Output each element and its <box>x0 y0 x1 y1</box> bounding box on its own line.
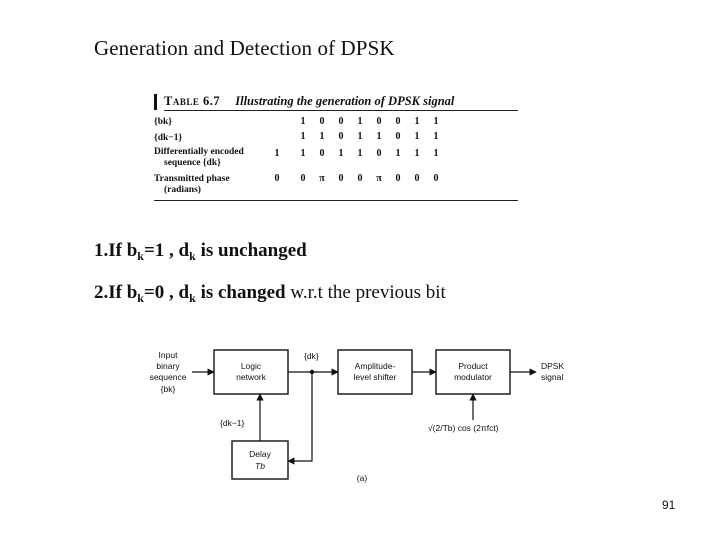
table-cell: 0 <box>395 116 401 127</box>
logic-network-label: network <box>236 372 267 382</box>
rule-2-text: is changed <box>195 282 286 303</box>
logic-network-label: Logic <box>241 361 262 371</box>
table-marker-bar <box>154 94 157 110</box>
table-cell: 1 <box>300 131 306 142</box>
product-modulator-label: modulator <box>454 372 492 382</box>
product-modulator-label: Product <box>458 361 488 371</box>
rule-2-sub: k <box>189 291 196 305</box>
carrier-label: √(2/Tb) cos (2πfct) <box>428 423 499 433</box>
delay-label: Tb <box>255 461 265 471</box>
feedback-line <box>287 372 313 465</box>
table-cell: π <box>376 173 382 184</box>
table-cell: 0 <box>395 173 401 184</box>
table-cell: 1 <box>274 148 280 159</box>
table-cell: 1 <box>433 116 439 127</box>
table-row-label: sequence {dk} <box>164 158 221 168</box>
input-label: Input <box>159 350 179 360</box>
table-cell: 0 <box>338 116 344 127</box>
table-cell: 0 <box>338 131 344 142</box>
logic-network-block <box>213 349 289 395</box>
diagram-caption: (a) <box>357 473 368 483</box>
table-cell: 1 <box>357 148 363 159</box>
rule-2-sub: k <box>137 291 144 305</box>
table-row-label: Transmitted phase <box>154 174 230 184</box>
table-row-label: {bk} <box>154 117 173 127</box>
rule-2-text: w.r.t the previous bit <box>285 282 446 303</box>
rule-2-text: 2.If b <box>94 282 138 303</box>
table-cell: 1 <box>414 116 420 127</box>
table-row-label: {dk−1} <box>154 133 183 143</box>
table-cell: 0 <box>376 148 382 159</box>
input-label: sequence <box>150 372 187 382</box>
dk-label: {dk} <box>304 351 319 361</box>
table-cell: 0 <box>376 116 382 127</box>
table-cell: 1 <box>414 148 420 159</box>
dpsk-table: Table 6.7 Illustrating the generation of… <box>150 90 520 202</box>
table-cell: 1 <box>433 131 439 142</box>
rule-1-sub: k <box>189 249 196 263</box>
amplitude-shifter-block <box>337 349 413 395</box>
rule-1: 1.If bk=1 , dk is unchanged <box>94 240 307 264</box>
slide-title: Generation and Detection of DPSK <box>94 36 395 60</box>
table-cell: 1 <box>395 148 401 159</box>
table-cell: 0 <box>319 116 325 127</box>
rule-1-text: =1 , d <box>143 240 190 261</box>
table-caption: Table 6.7 Illustrating the generation of… <box>164 94 454 109</box>
table-cell: 1 <box>319 131 325 142</box>
table-cell: 0 <box>433 173 439 184</box>
table-cell: 0 <box>274 173 280 184</box>
table-cell: 1 <box>300 116 306 127</box>
table-cell: 1 <box>414 131 420 142</box>
table-cell: 1 <box>300 148 306 159</box>
input-label: binary <box>156 361 180 371</box>
table-cell: 1 <box>376 131 382 142</box>
delay-block <box>231 440 289 480</box>
table-bottom-rule <box>154 200 518 201</box>
rule-1-text: is unchanged <box>195 240 307 261</box>
delay-label: Delay <box>249 449 271 459</box>
amplitude-shifter-label: Amplitude- <box>355 361 396 371</box>
dk-1-label: {dk−1} <box>220 418 245 428</box>
table-row-label: Differentially encoded <box>154 147 244 157</box>
table-cell: 0 <box>357 173 363 184</box>
output-label: DPSK <box>541 361 564 371</box>
table-cell: 0 <box>395 131 401 142</box>
table-cell: 1 <box>357 131 363 142</box>
amplitude-shifter-label: level shifter <box>354 372 397 382</box>
table-top-rule <box>164 110 518 111</box>
table-cell: 0 <box>338 173 344 184</box>
rule-2: 2.If bk=0 , dk is changed w.r.t the prev… <box>94 282 446 306</box>
table-cell: 1 <box>357 116 363 127</box>
table-cell: 0 <box>319 148 325 159</box>
rule-2-text: =0 , d <box>143 282 190 303</box>
table-title: Illustrating the generation of DPSK sign… <box>235 94 455 108</box>
rule-1-sub: k <box>137 249 144 263</box>
table-row-label: (radians) <box>164 185 201 195</box>
table-cell: 0 <box>300 173 306 184</box>
input-label: {bk} <box>161 384 176 394</box>
table-cell: 1 <box>338 148 344 159</box>
table-cell: 0 <box>414 173 420 184</box>
table-cell: 1 <box>433 148 439 159</box>
table-number: Table 6.7 <box>164 94 221 108</box>
rule-1-text: 1.If b <box>94 240 138 261</box>
table-cell: π <box>319 173 325 184</box>
page-number: 91 <box>662 498 676 512</box>
output-label: signal <box>541 372 563 382</box>
